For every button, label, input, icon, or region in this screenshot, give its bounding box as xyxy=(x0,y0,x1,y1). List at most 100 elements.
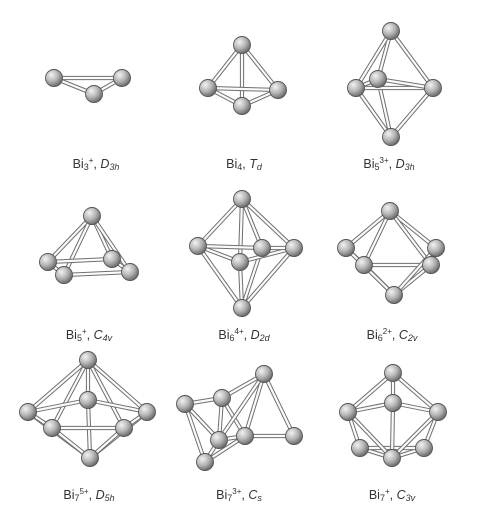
bi-atom xyxy=(233,190,251,208)
bond xyxy=(387,208,434,268)
caption-bi6-2: Bi62+, C2v xyxy=(366,327,418,343)
cluster-bi3 xyxy=(45,69,131,103)
bi-atom xyxy=(79,351,97,369)
bi-atom xyxy=(199,79,217,97)
bi-atom xyxy=(285,427,303,445)
cluster-bi6-2 xyxy=(337,202,445,304)
bi-atom xyxy=(196,453,214,471)
cluster-bi6-4 xyxy=(189,190,303,317)
bond xyxy=(353,28,394,91)
bond xyxy=(343,208,393,251)
bond xyxy=(390,370,441,415)
bond xyxy=(237,196,245,265)
bi-atom xyxy=(233,36,251,54)
caption-bi3: Bi3+, D3h xyxy=(72,156,120,172)
bi-atom xyxy=(115,419,133,437)
bi-atom xyxy=(339,403,357,421)
bi-atom xyxy=(384,394,402,412)
bond xyxy=(85,357,150,415)
bi-atom xyxy=(19,403,37,421)
bond xyxy=(45,256,115,265)
bond xyxy=(85,357,127,431)
caption-bi6-4: Bi64+, D2d xyxy=(218,327,270,343)
bond xyxy=(25,357,91,415)
bi-atom xyxy=(255,365,273,383)
bond xyxy=(89,213,133,275)
cluster-bi5-3 xyxy=(347,22,442,146)
cluster-bi7-3 xyxy=(176,365,303,471)
bi-atom xyxy=(382,22,400,40)
bond xyxy=(353,85,394,140)
bond xyxy=(195,196,245,249)
bond xyxy=(61,269,133,278)
bond xyxy=(239,245,297,311)
caption-bi5-1: Bi5+, C4v xyxy=(65,327,113,343)
bi-atom xyxy=(79,391,97,409)
bi-atom xyxy=(253,239,271,257)
caption-bi5-3: Bi53+, D3h xyxy=(363,156,415,172)
bond xyxy=(85,397,150,415)
bi-atom xyxy=(337,239,355,257)
bi-atom xyxy=(424,79,442,97)
bi-atom xyxy=(210,431,228,449)
bond xyxy=(391,245,439,298)
bi-atom xyxy=(121,263,139,281)
bond xyxy=(387,208,439,251)
bond xyxy=(49,357,91,431)
bi-atom xyxy=(384,364,402,382)
caption-bi4: Bi4, Td xyxy=(226,157,262,172)
bi-atom xyxy=(43,419,61,437)
caption-bi7-3: Bi73+, Cs xyxy=(216,487,262,503)
cluster-bi7-1 xyxy=(339,364,447,467)
bi-atom xyxy=(381,202,399,220)
bond xyxy=(182,401,208,465)
cluster-bi7-5 xyxy=(19,351,156,467)
bi-atom xyxy=(233,299,251,317)
bi-atom xyxy=(382,128,400,146)
bi-atom xyxy=(355,256,373,274)
bi-atom xyxy=(39,253,57,271)
bi-atom xyxy=(347,79,365,97)
bi-atom xyxy=(81,449,99,467)
bi-atom xyxy=(213,389,231,407)
bi-atom xyxy=(189,237,207,255)
bond xyxy=(388,85,436,140)
bi-atom xyxy=(427,239,445,257)
bond xyxy=(239,196,297,251)
bi-atom xyxy=(415,439,433,457)
caption-bi7-1: Bi7+, C3v xyxy=(368,487,416,503)
bond xyxy=(345,370,396,415)
bi-atom xyxy=(55,266,73,284)
bond xyxy=(25,397,91,415)
bi-atom xyxy=(351,439,369,457)
cluster-bi4 xyxy=(199,36,287,115)
bi-atom xyxy=(83,207,101,225)
bi-atom xyxy=(233,97,251,115)
bi-atom xyxy=(383,449,401,467)
bi-atom xyxy=(269,81,287,99)
bi-atom xyxy=(85,85,103,103)
bond xyxy=(239,42,281,93)
bi-atom xyxy=(369,70,387,88)
bond xyxy=(361,208,393,268)
bi-atom xyxy=(103,250,121,268)
bond xyxy=(61,213,95,278)
bond xyxy=(345,409,395,461)
bi-atom xyxy=(285,239,303,257)
bond xyxy=(242,371,267,439)
bond xyxy=(205,85,281,93)
bi-atom xyxy=(113,69,131,87)
bond xyxy=(205,42,245,91)
bond xyxy=(216,371,267,443)
bond xyxy=(375,76,436,91)
bond xyxy=(195,243,265,251)
bi-atom xyxy=(138,403,156,421)
bond xyxy=(389,409,441,461)
bond xyxy=(45,213,95,265)
bi-atom xyxy=(231,253,249,271)
caption-bi7-5: Bi75+, D5h xyxy=(63,487,115,503)
cluster-bi5-1 xyxy=(39,207,139,284)
bond xyxy=(261,371,297,439)
bi-atom xyxy=(45,69,63,87)
